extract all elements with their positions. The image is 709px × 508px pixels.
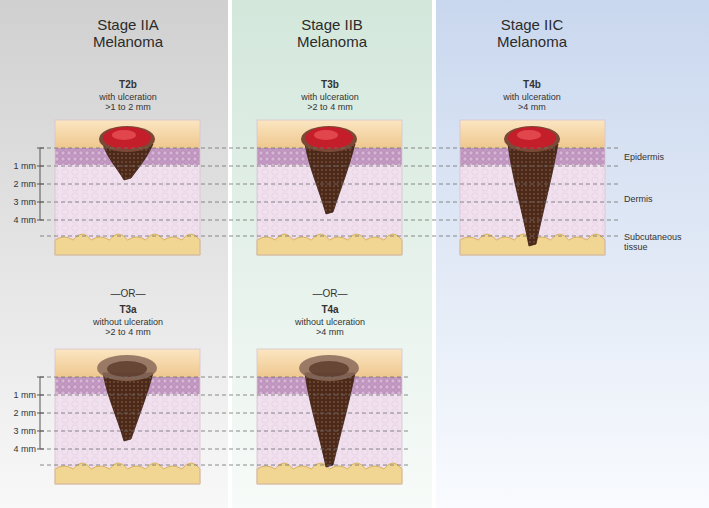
depth-label: 2 mm (2, 408, 36, 418)
scale-tick (37, 395, 44, 396)
fat-layer (55, 234, 200, 255)
scale-tick (37, 166, 44, 167)
depth-line (40, 377, 410, 378)
scale-tick (37, 449, 44, 450)
depth-label: 4 mm (2, 215, 36, 225)
ulceration (103, 127, 151, 149)
stage-heading: Stage IIC Melanoma (482, 16, 582, 50)
stage-code: T3a (98, 304, 158, 316)
block-outline (55, 120, 200, 255)
scale-tick (37, 377, 44, 378)
stage-heading: Stage IIA Melanoma (78, 16, 178, 50)
block-outline (257, 349, 402, 484)
depth-label: 1 mm (2, 161, 36, 171)
stage-code: T4b (502, 79, 562, 91)
ulcer-highlight (517, 130, 541, 140)
skin-surface (257, 120, 402, 148)
depth-line (40, 166, 618, 167)
depth-line (40, 236, 618, 237)
depth-label: 1 mm (2, 390, 36, 400)
depth-line (40, 220, 618, 221)
or-divider: —OR— (98, 288, 158, 300)
fat-layer (257, 234, 402, 255)
or-divider: —OR— (300, 288, 360, 300)
fat-layer (55, 463, 200, 484)
ulcer-highlight (314, 130, 338, 140)
layer-label: Epidermis (624, 152, 704, 162)
scale-tick (37, 431, 44, 432)
criteria-text: without ulceration >4 mm (291, 317, 369, 338)
stage-heading: Stage IIB Melanoma (282, 16, 382, 50)
stage-code: T4a (300, 304, 360, 316)
criteria-text: with ulceration >1 to 2 mm (96, 92, 160, 113)
criteria-text: with ulceration >2 to 4 mm (298, 92, 362, 113)
depth-label: 2 mm (2, 179, 36, 189)
tumor (305, 144, 355, 214)
depth-line (40, 413, 410, 414)
depth-line (40, 449, 410, 450)
tumor (305, 373, 355, 467)
layer-label: Subcutaneous tissue (624, 232, 696, 253)
skin-surface (460, 120, 605, 148)
scale-tick (37, 202, 44, 203)
layer-label: Dermis (624, 194, 704, 204)
block-outline (55, 349, 200, 484)
depth-label: 4 mm (2, 444, 36, 454)
criteria-text: with ulceration >4 mm (500, 92, 564, 113)
block-outline (460, 120, 605, 255)
lesion-center (309, 361, 349, 377)
skin-surface (55, 120, 200, 148)
skin-surface (55, 349, 200, 377)
depth-line (40, 395, 410, 396)
criteria-text: without ulceration >2 to 4 mm (89, 317, 167, 338)
depth-line (40, 202, 618, 203)
depth-line (40, 148, 618, 149)
depth-label: 3 mm (2, 426, 36, 436)
depth-label: 3 mm (2, 197, 36, 207)
ulceration (508, 127, 556, 149)
stage-code: T3b (300, 79, 360, 91)
scale-tick (37, 184, 44, 185)
scale-tick (37, 413, 44, 414)
block-outline (257, 120, 402, 255)
scale-tick (37, 220, 44, 221)
skin-surface (257, 349, 402, 377)
depth-line (40, 431, 410, 432)
lesion-center (107, 361, 147, 377)
depth-line (40, 465, 410, 466)
depth-line (40, 184, 618, 185)
ulceration (305, 127, 353, 149)
tumor (508, 144, 558, 246)
ulcer-highlight (112, 130, 136, 140)
stage-code: T2b (98, 79, 158, 91)
scale-tick (37, 148, 44, 149)
